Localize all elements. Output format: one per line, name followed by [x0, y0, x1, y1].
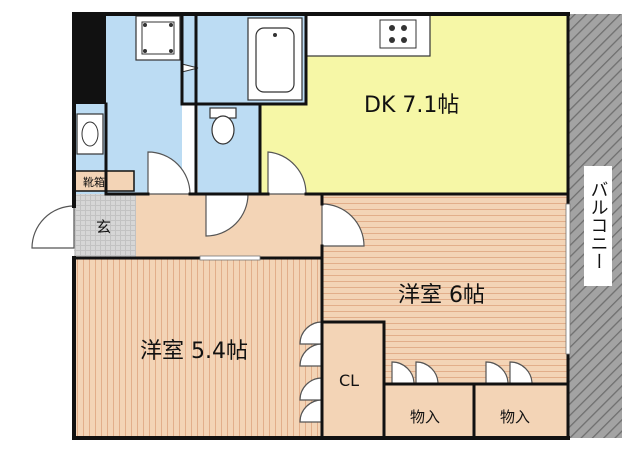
closet-door-swing-4	[299, 399, 323, 423]
washbasin-icon	[76, 113, 104, 155]
closet-door-swing-3	[299, 377, 323, 401]
door-swing-hall	[205, 193, 249, 237]
door-swing-entrance	[31, 205, 75, 249]
closet-label: CL	[339, 371, 359, 390]
kitchen-counter	[305, 13, 431, 57]
sliding-window-balcony	[565, 203, 571, 355]
door-swing-washroom	[147, 151, 191, 195]
dk-label: DK 7.1帖	[364, 93, 459, 118]
entrance-label: 玄	[96, 218, 111, 236]
walls	[72, 12, 570, 440]
window-opening	[199, 255, 261, 261]
balcony-label: バルコニー	[588, 180, 609, 270]
door-swing-toilet	[267, 151, 307, 195]
western-room-large-label: 洋室 6帖	[398, 283, 485, 308]
toilet-icon	[209, 107, 237, 145]
entrance-floor	[74, 194, 136, 258]
western-room-small-label: 洋室 5.4帖	[140, 339, 248, 364]
storage-left-floor	[384, 384, 474, 438]
stove-burner-icon	[389, 25, 407, 43]
washing-machine-icon	[135, 15, 181, 61]
balcony-label-box	[584, 166, 612, 286]
closet-door-swing-1	[299, 321, 323, 345]
western-room-small-floor	[74, 258, 322, 438]
storage-right-floor	[474, 384, 568, 438]
door-swing-room-large	[321, 203, 365, 247]
closet-door-swing-2	[299, 343, 323, 367]
bathtub-icon	[247, 17, 303, 101]
shoe-cabinet-label: 靴箱	[83, 175, 105, 189]
storage-right-label: 物入	[500, 408, 530, 426]
storage-left-label: 物入	[410, 408, 440, 426]
pipe-shaft	[74, 14, 106, 104]
closet-floor	[322, 322, 384, 438]
